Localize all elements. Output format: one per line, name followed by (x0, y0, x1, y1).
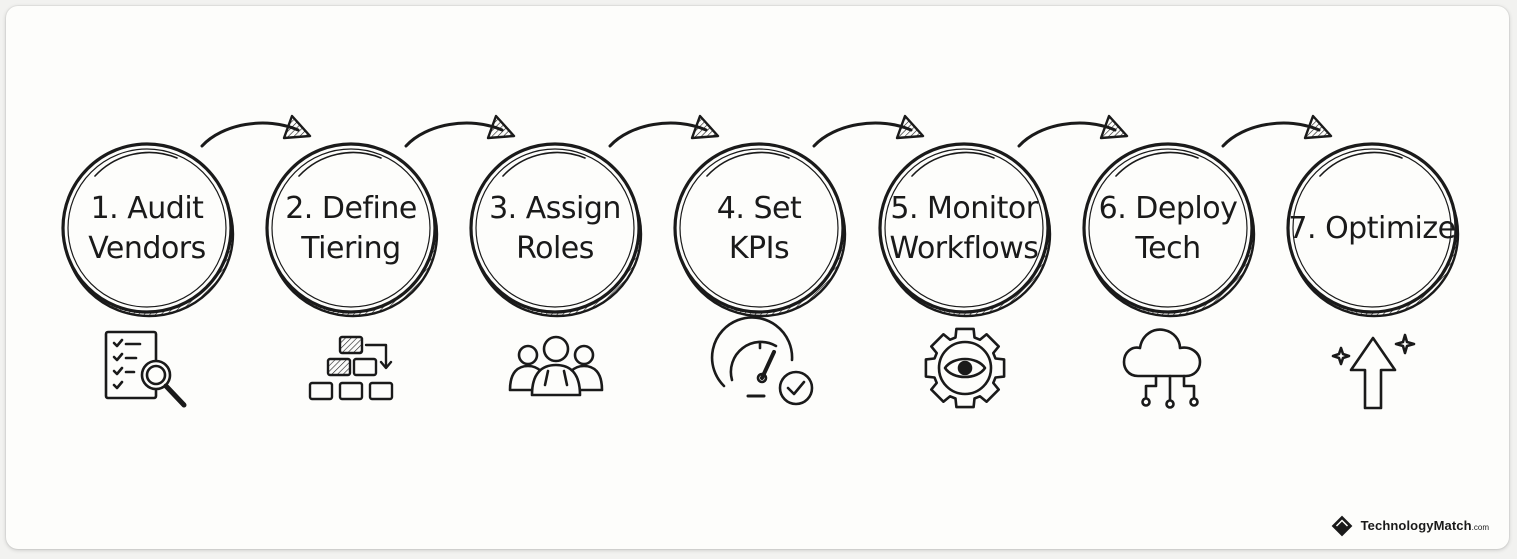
step-circle (1286, 142, 1458, 314)
step-circle-highlight (1319, 151, 1403, 177)
connector-arrow (200, 114, 312, 148)
step-circle-highlight (911, 151, 995, 177)
step-circle (878, 142, 1050, 314)
gauge-check-icon (710, 316, 814, 406)
step-label-line-1: 3. Assign (489, 191, 621, 226)
brand-name: TechnologyMatch (1360, 518, 1472, 533)
brand-tld: .com (1471, 523, 1489, 532)
connector-arrow (404, 114, 516, 148)
step-label-line-1: 7. Optimize (1288, 211, 1455, 246)
diamond-logo-icon (1331, 515, 1352, 537)
connector-arrow (812, 114, 925, 148)
step-circle-inner (67, 148, 227, 308)
step-circle (61, 142, 233, 314)
connector-arrow (608, 114, 720, 148)
step-label-line-1: 1. Audit (91, 191, 205, 226)
step-label-line-2: Tiering (300, 231, 400, 266)
step-label-line-1: 6. Deploy (1099, 191, 1238, 226)
step-circle-inner (884, 148, 1044, 308)
connector-arrow (1221, 114, 1333, 148)
step-circle-highlight (706, 151, 790, 177)
step-label-line-2: Tech (1134, 231, 1200, 266)
step-circle-highlight (298, 151, 382, 177)
step-circle-inner (679, 148, 839, 308)
brand-logo[interactable]: TechnologyMatch.com (1331, 515, 1489, 537)
up-arrow-sparkle-icon (1331, 333, 1416, 410)
checklist-magnifier-icon (104, 330, 187, 408)
step-circle (265, 142, 437, 314)
step-circle-highlight (94, 151, 178, 177)
step-circle-highlight (1115, 151, 1199, 177)
connector-arrows (200, 114, 1333, 148)
step-circle (1082, 142, 1254, 314)
step-label-line-2: Roles (516, 231, 594, 266)
step-circle (469, 142, 641, 314)
step-7: 7. Optimize (1286, 142, 1460, 318)
gear-eye-icon (924, 327, 1006, 409)
step-circle-inner (1088, 148, 1248, 308)
step-circle-inner (475, 148, 635, 308)
step-label-line-2: Vendors (88, 231, 206, 266)
tier-blocks-icon (308, 335, 394, 401)
step-label-line-1: 5. Monitor (890, 191, 1038, 226)
connector-arrow (1017, 114, 1129, 148)
step-label-line-2: Workflows (890, 231, 1039, 266)
step-label-line-1: 2. Define (285, 191, 417, 226)
step-label-line-1: 4. Set (717, 191, 802, 226)
step-label-line-2: KPIs (729, 231, 789, 266)
team-people-icon (508, 335, 604, 397)
step-circle-highlight (502, 151, 586, 177)
cloud-network-icon (1122, 328, 1202, 409)
step-circle-inner (1292, 148, 1452, 308)
step-circle-inner (271, 148, 431, 308)
step-circle (673, 142, 845, 314)
